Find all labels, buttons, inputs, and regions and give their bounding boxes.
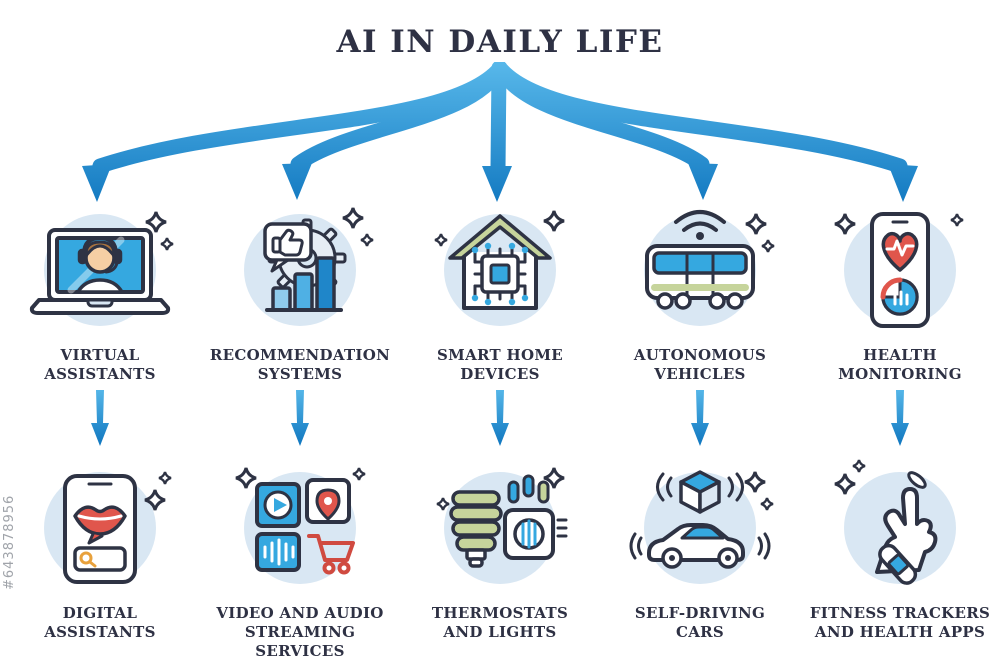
sparkle-icon <box>342 207 364 229</box>
flow-arrow-down <box>291 390 309 446</box>
sparkle-icon <box>761 239 775 253</box>
recommendation-systems-icon <box>244 207 374 326</box>
category-label: VIRTUAL ASSISTANTS <box>44 346 156 383</box>
sparkle-icon <box>760 497 774 511</box>
sparkle-icon <box>543 210 565 232</box>
flow-arrow-down <box>891 390 909 446</box>
branch-arrow-3 <box>490 62 507 176</box>
top-category-row: VIRTUAL ASSISTANTS <box>0 194 1000 384</box>
column-digital-assistants: DIGITAL ASSISTANTS <box>0 452 200 660</box>
sparkle-icon <box>834 213 856 235</box>
arrowhead-icon <box>888 164 918 202</box>
virtual-assistants-icon <box>29 211 174 326</box>
sparkle-icon <box>834 473 856 495</box>
connector-arrow-row <box>0 390 1000 450</box>
sparkle-icon <box>145 211 167 233</box>
fitness-trackers-icon <box>834 459 956 585</box>
category-label: SELF-DRIVING CARS <box>634 604 766 641</box>
flow-arrow-down <box>491 390 509 446</box>
category-label: THERMOSTATS AND LIGHTS <box>431 604 569 641</box>
sparkle-icon <box>160 237 174 251</box>
diagram-title: AI IN DAILY LIFE <box>336 24 664 60</box>
column-streaming-services: VIDEO AND AUDIO STREAMING SERVICES <box>200 452 400 660</box>
sparkle-icon <box>744 471 766 493</box>
sparkle-icon <box>352 467 366 481</box>
branch-arrow-5 <box>492 62 908 174</box>
column-virtual-assistants: VIRTUAL ASSISTANTS <box>0 194 200 384</box>
category-label: SMART HOME DEVICES <box>437 346 563 383</box>
sparkle-icon <box>950 213 964 227</box>
streaming-services-icon <box>235 467 366 584</box>
branch-arrows <box>82 62 918 202</box>
self-driving-cars-icon <box>629 470 774 584</box>
category-label: AUTONOMOUS VEHICLES <box>633 346 767 383</box>
column-fitness-trackers: FITNESS TRACKERS AND HEALTH APPS <box>800 452 1000 660</box>
category-label: DIGITAL ASSISTANTS <box>44 604 156 641</box>
health-monitoring-icon <box>834 212 964 328</box>
sparkle-icon <box>543 467 565 489</box>
sparkle-icon <box>158 471 172 485</box>
category-label: RECOMMENDATION SYSTEMS <box>209 346 391 383</box>
arrowhead-icon <box>482 166 512 202</box>
sparkle-icon <box>144 489 166 511</box>
bottom-category-row: DIGITAL ASSISTANTS <box>0 452 1000 660</box>
flow-arrow-down <box>691 390 709 446</box>
sparkle-icon <box>434 233 448 247</box>
arrowhead-icon <box>688 163 718 200</box>
autonomous-vehicles-icon <box>644 210 775 326</box>
digital-assistants-icon <box>44 471 172 584</box>
category-label: HEALTH MONITORING <box>838 346 962 383</box>
sparkle-icon <box>436 497 450 511</box>
column-self-driving-cars: SELF-DRIVING CARS <box>600 452 800 660</box>
column-thermostats-lights: THERMOSTATS AND LIGHTS <box>400 452 600 660</box>
column-recommendation-systems: RECOMMENDATION SYSTEMS <box>200 194 400 384</box>
sparkle-icon <box>235 467 257 489</box>
column-autonomous-vehicles: AUTONOMOUS VEHICLES <box>600 194 800 384</box>
sparkle-icon <box>745 213 767 235</box>
branch-arrow-2 <box>290 62 508 172</box>
column-health-monitoring: HEALTH MONITORING <box>800 194 1000 384</box>
sparkle-icon <box>360 233 374 247</box>
category-label: FITNESS TRACKERS AND HEALTH APPS <box>809 604 991 641</box>
arrowhead-icon <box>82 164 112 202</box>
column-smart-home-devices: SMART HOME DEVICES <box>400 194 600 384</box>
category-label: VIDEO AND AUDIO STREAMING SERVICES <box>216 604 384 660</box>
arrowhead-icon <box>282 163 312 200</box>
thermostats-lights-icon <box>436 467 568 584</box>
flow-arrow-down <box>91 390 109 446</box>
smart-home-devices-icon <box>434 210 565 326</box>
sparkle-icon <box>852 459 866 473</box>
